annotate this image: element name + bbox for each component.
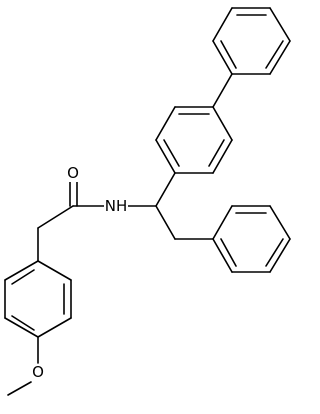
bond — [37, 205, 74, 229]
molecule-diagram: O NH O — [4, 7, 291, 396]
bond-double-inner — [265, 238, 284, 267]
atom-carbonyl-oxygen: O — [63, 164, 83, 182]
bond — [155, 139, 176, 174]
biphenyl-bond — [212, 73, 233, 108]
bond-double-inner — [265, 40, 284, 69]
amide-nh-label: NH — [105, 197, 128, 215]
bond-double-inner — [208, 139, 225, 167]
methoxy-oxygen-label: O — [32, 363, 44, 381]
bond — [155, 205, 176, 240]
bond-double-inner — [220, 40, 237, 69]
bond — [155, 172, 176, 207]
bond — [269, 40, 291, 75]
bond — [4, 317, 39, 338]
top-phenyl-ring — [212, 7, 291, 75]
structure-canvas: O NH O — [4, 7, 291, 396]
bond — [4, 260, 39, 281]
bond-double-inner — [11, 269, 35, 285]
bond-double-inner — [220, 238, 237, 267]
bond — [7, 381, 32, 396]
bond — [37, 317, 72, 338]
bond — [269, 205, 291, 240]
bond — [269, 238, 291, 273]
bond-double-inner — [163, 139, 180, 167]
benzyl-phenyl-ring — [212, 205, 291, 273]
bond — [212, 7, 233, 42]
methoxyphenyl-ring — [4, 260, 72, 338]
bond — [269, 7, 291, 42]
atom-methoxy-oxygen: O — [29, 363, 47, 381]
bond — [155, 106, 176, 141]
bond — [212, 139, 233, 174]
bond — [212, 238, 233, 273]
atom-amide-nitrogen: NH — [104, 197, 128, 215]
bond — [212, 40, 233, 75]
bond — [37, 260, 72, 281]
carbonyl-oxygen-label: O — [67, 164, 79, 182]
bond-double-inner — [11, 315, 35, 331]
bond — [212, 106, 233, 141]
bond — [212, 205, 233, 240]
middle-phenylene-ring — [155, 106, 233, 174]
